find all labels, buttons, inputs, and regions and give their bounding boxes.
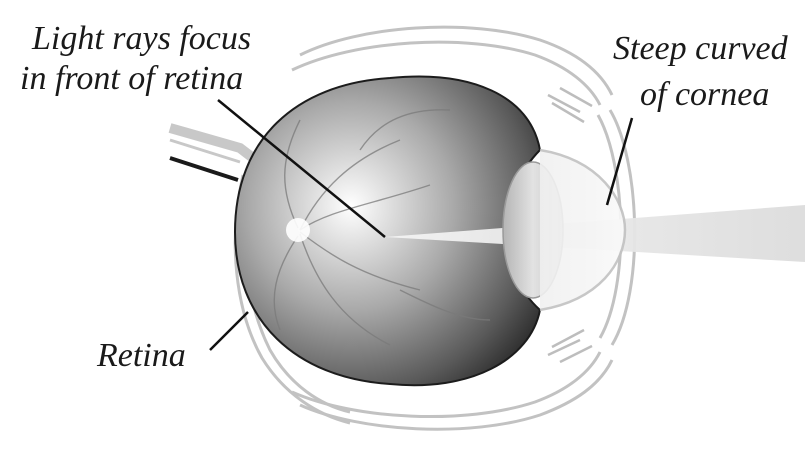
focus-label-line1: Light rays focus — [32, 20, 251, 58]
cornea-label-line1: Steep curved — [613, 30, 788, 68]
cornea-label-line2: of cornea — [640, 76, 769, 114]
optic-disc — [286, 218, 310, 242]
cornea — [540, 150, 625, 310]
retina-label: Retina — [97, 337, 186, 375]
retina-pointer-line — [210, 312, 248, 350]
focus-label-line2: in front of retina — [20, 60, 243, 98]
